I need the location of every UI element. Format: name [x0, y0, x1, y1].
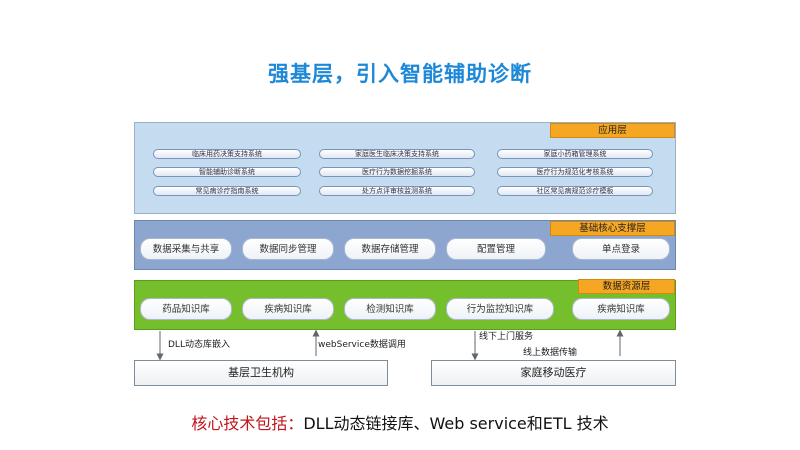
app-item-behavior-mining[interactable]: 医疗行为数据挖掘系统 — [319, 167, 475, 177]
online-transfer-label: 线上数据传输 — [523, 348, 578, 358]
dll-embed-label: DLL动态库嵌入 — [168, 340, 230, 350]
core-item-data-collection[interactable]: 数据采集与共享 — [140, 238, 232, 260]
app-item-community-template[interactable]: 社区常见病规范诊疗模板 — [497, 186, 653, 196]
webservice-label: webService数据调用 — [318, 340, 406, 350]
footer-text: DLL动态链接库、Web service和ETL 技术 — [303, 414, 609, 433]
data-item-drug-kb[interactable]: 药品知识库 — [140, 298, 232, 320]
app-item-home-medicine-box[interactable]: 家庭小药箱管理系统 — [497, 149, 653, 159]
core-item-data-sync[interactable]: 数据同步管理 — [242, 238, 334, 260]
offline-service-label: 线下上门服务 — [479, 332, 534, 342]
app-item-behavior-assessment[interactable]: 医疗行为规范化考核系统 — [497, 167, 653, 177]
app-item-prescription-review[interactable]: 处方点评审核监测系统 — [319, 186, 475, 196]
data-item-disease-kb-2[interactable]: 疾病知识库 — [572, 298, 670, 320]
core-tech-footer: 核心技术包括：DLL动态链接库、Web service和ETL 技术 — [0, 410, 800, 434]
core-item-config[interactable]: 配置管理 — [446, 238, 546, 260]
data-item-disease-kb[interactable]: 疾病知识库 — [242, 298, 334, 320]
core-layer-tag: 基础核心支撑层 — [550, 221, 675, 236]
data-item-test-kb[interactable]: 检测知识库 — [344, 298, 436, 320]
page-title: 强基层，引入智能辅助诊断 — [268, 62, 532, 86]
data-layer-tag: 数据资源层 — [578, 279, 675, 294]
data-item-behavior-kb[interactable]: 行为监控知识库 — [446, 298, 554, 320]
app-item-clinical-medication[interactable]: 临床用药决策支持系统 — [153, 149, 301, 159]
core-item-sso[interactable]: 单点登录 — [572, 238, 670, 260]
application-layer-tag: 应用层 — [550, 123, 675, 138]
core-item-data-storage[interactable]: 数据存储管理 — [344, 238, 436, 260]
app-item-family-doctor-decision[interactable]: 家庭医生临床决策支持系统 — [319, 149, 475, 159]
app-item-treatment-guide[interactable]: 常见病诊疗指南系统 — [153, 186, 301, 196]
footer-prefix: 核心技术包括： — [191, 414, 304, 433]
primary-health-institution-box[interactable]: 基层卫生机构 — [134, 360, 388, 386]
home-mobile-medical-box[interactable]: 家庭移动医疗 — [431, 360, 676, 386]
app-item-smart-diagnosis[interactable]: 智能辅助诊断系统 — [153, 167, 301, 177]
